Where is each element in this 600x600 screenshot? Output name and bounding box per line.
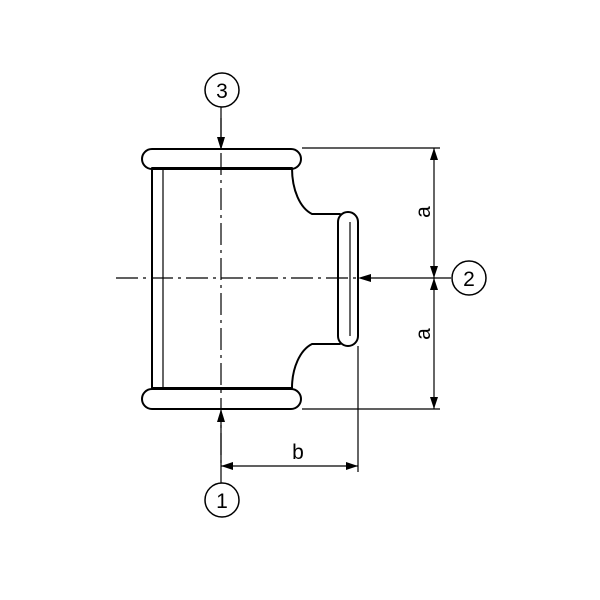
- arrow-a-mid-up: [430, 266, 438, 278]
- port-3-arrow: [217, 137, 225, 150]
- dimension-label-a-lower: a: [412, 328, 435, 340]
- port-3-bubble: [204, 72, 240, 108]
- arrow-b-left: [221, 462, 233, 470]
- port-3-label: 3: [216, 80, 228, 103]
- dimension-label-b: b: [292, 441, 304, 464]
- arrow-a-top: [430, 148, 438, 160]
- port-1-label: 1: [216, 490, 228, 513]
- arrow-a-bottom: [430, 397, 438, 409]
- port-1-bubble: [204, 482, 240, 518]
- tee-fitting: [141, 148, 359, 410]
- bottom-ring: [141, 388, 302, 410]
- top-ring: [141, 148, 302, 170]
- port-2-arrow: [358, 274, 371, 282]
- port-2-bubble: [451, 260, 487, 296]
- port-1-arrow: [217, 409, 225, 422]
- arrow-a-mid-down: [430, 278, 438, 290]
- arrow-b-right: [346, 462, 358, 470]
- branch-ring: [337, 211, 359, 347]
- port-2-label: 2: [463, 268, 475, 291]
- dimension-label-a-upper: a: [412, 206, 435, 218]
